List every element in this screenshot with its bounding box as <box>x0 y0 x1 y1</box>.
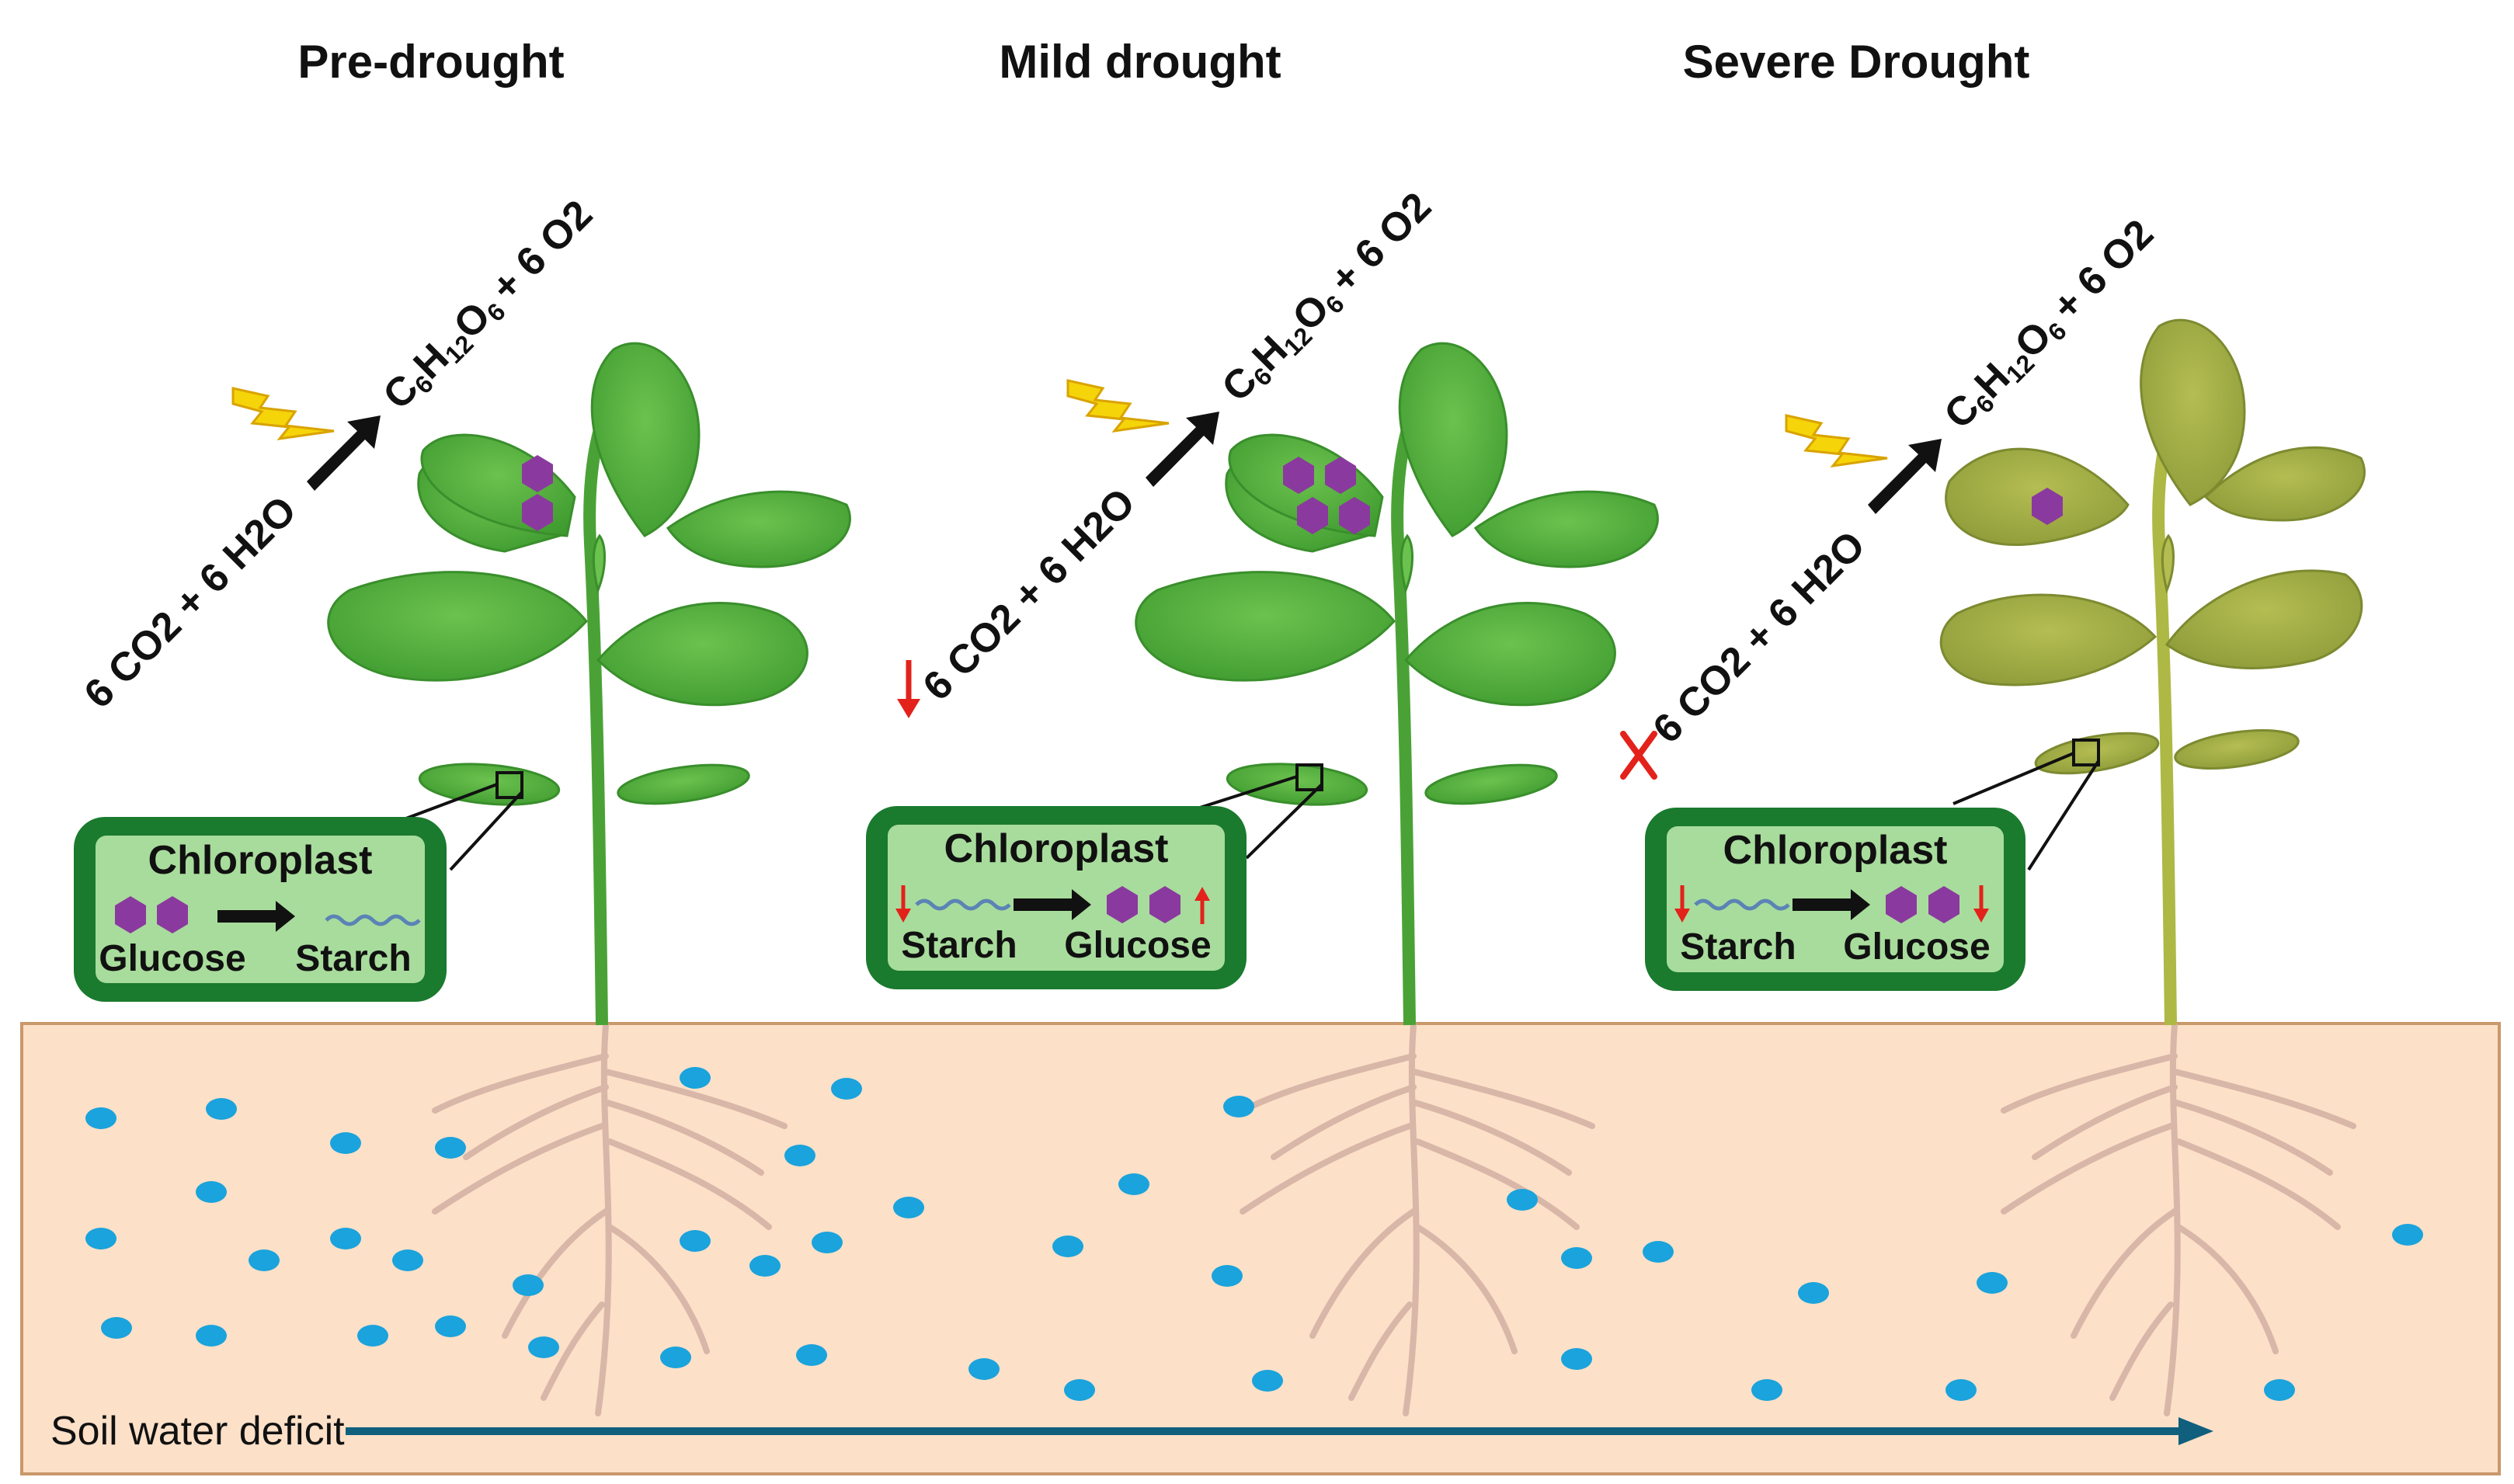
water-droplet-icon <box>330 1132 361 1154</box>
title-pre-drought: Pre-drought <box>297 36 564 88</box>
starch-chain-icon <box>915 898 1011 911</box>
water-droplet-icon <box>2392 1224 2423 1246</box>
water-droplet-icon <box>196 1181 227 1203</box>
panel-left-label: Starch <box>901 925 1017 966</box>
equation-product: C6H12O6+ 6 O2 <box>1935 211 2164 440</box>
water-droplet-icon <box>435 1315 466 1337</box>
water-droplet-icon <box>1118 1173 1149 1195</box>
plant-severe-drought <box>1939 318 2366 1416</box>
water-droplet-icon <box>1064 1379 1095 1401</box>
water-droplet-icon <box>528 1336 559 1358</box>
water-droplet-icon <box>1223 1096 1254 1117</box>
soil-water-deficit-label: Soil water deficit <box>50 1409 345 1454</box>
water-droplets <box>85 1067 2423 1401</box>
water-droplet-icon <box>1507 1189 1538 1211</box>
lightning-icon <box>1066 379 1170 433</box>
title-mild-drought: Mild drought <box>999 36 1281 88</box>
water-droplet-icon <box>831 1078 862 1100</box>
water-droplet-icon <box>680 1067 711 1089</box>
roots-2 <box>1240 1022 1595 1416</box>
water-droplet-icon <box>206 1098 237 1120</box>
water-droplet-icon <box>1561 1348 1592 1370</box>
water-droplet-icon <box>85 1107 116 1129</box>
starch-decrease-arrow-icon <box>1674 885 1690 923</box>
roots-1 <box>432 1022 788 1416</box>
water-droplet-icon <box>1052 1236 1083 1257</box>
water-droplet-icon <box>812 1232 843 1253</box>
panel-right-label: Starch <box>295 938 411 979</box>
starch-decrease-arrow-icon <box>895 885 911 923</box>
panel-left-label: Starch <box>1680 926 1796 968</box>
water-droplet-icon <box>249 1249 280 1271</box>
water-droplet-icon <box>680 1230 711 1252</box>
water-droplet-icon <box>85 1228 116 1249</box>
water-droplet-icon <box>513 1274 544 1296</box>
lightning-icon <box>231 387 335 441</box>
lightning-icon <box>1785 414 1888 468</box>
panel-left-label: Glucose <box>99 938 245 979</box>
water-droplet-icon <box>392 1249 423 1271</box>
starch-chain-icon <box>1694 898 1790 911</box>
soil-area <box>20 1022 2501 1475</box>
conversion-arrow-icon <box>1792 889 1870 920</box>
water-droplet-icon <box>1798 1282 1829 1304</box>
leaves-3 <box>1939 318 2366 775</box>
water-droplet-icon <box>1643 1241 1674 1263</box>
water-droplet-icon <box>2264 1379 2295 1401</box>
water-droplet-icon <box>749 1255 781 1277</box>
chloroplast-panel-severe-drought: Chloroplast Starch Glucose <box>1645 739 2100 991</box>
water-droplet-icon <box>357 1325 388 1347</box>
water-droplet-icon <box>196 1325 227 1347</box>
water-droplet-icon <box>893 1197 924 1218</box>
water-droplet-icon <box>968 1358 1000 1380</box>
title-severe-drought: Severe Drought <box>1683 36 2030 88</box>
equation-reactants: 6 CO2 + 6 H2O <box>1644 523 1873 752</box>
zoom-marker <box>2072 739 2100 766</box>
glucose-decrease-arrow-icon <box>1973 885 1989 923</box>
water-droplet-icon <box>101 1317 132 1339</box>
water-droplet-icon <box>1212 1265 1243 1287</box>
roots-3 <box>2001 1022 2356 1416</box>
chloroplast-panel-mild-drought: Chloroplast Starch Glucose <box>866 763 1323 989</box>
conversion-arrow-icon <box>217 901 295 932</box>
reaction-arrow-icon <box>307 415 381 491</box>
water-droplet-icon <box>330 1228 361 1249</box>
chloroplast-title: Chloroplast <box>944 826 1169 871</box>
chloroplast-panel-pre-drought: Chloroplast Glucose Starch <box>74 771 523 1002</box>
chloroplast-title: Chloroplast <box>148 838 373 883</box>
conversion-arrow-icon <box>1014 889 1091 920</box>
equation-reactants: 6 CO2 + 6 H2O <box>914 480 1143 709</box>
water-droplet-icon <box>660 1347 691 1368</box>
water-droplet-icon <box>1977 1272 2008 1294</box>
water-droplet-icon <box>1252 1370 1283 1392</box>
water-droplet-icon <box>796 1344 827 1366</box>
blocked-cross-icon <box>1620 731 1657 780</box>
reaction-arrow-icon <box>1146 412 1219 487</box>
reaction-arrow-icon <box>1868 439 1942 514</box>
water-droplet-icon <box>1751 1379 1782 1401</box>
reactant-decrease-arrow-icon <box>897 660 920 718</box>
water-droplet-icon <box>784 1145 815 1166</box>
panel-right-label: Glucose <box>1843 926 1990 968</box>
equation-reactants: 6 CO2 + 6 H2O <box>75 488 304 717</box>
starch-chain-icon <box>325 914 421 926</box>
soil-water-deficit-arrow: Soil water deficit <box>50 1409 2213 1454</box>
equation-product: C6H12O6+ 6 O2 <box>374 192 603 420</box>
glucose-increase-arrow-icon <box>1194 887 1210 924</box>
water-droplet-icon <box>435 1137 466 1159</box>
water-droplet-icon <box>1561 1247 1592 1269</box>
water-droplet-icon <box>1945 1379 1977 1401</box>
panel-right-label: Glucose <box>1064 925 1211 966</box>
chloroplast-title: Chloroplast <box>1723 828 1948 873</box>
plant-pre-drought <box>327 342 851 1416</box>
